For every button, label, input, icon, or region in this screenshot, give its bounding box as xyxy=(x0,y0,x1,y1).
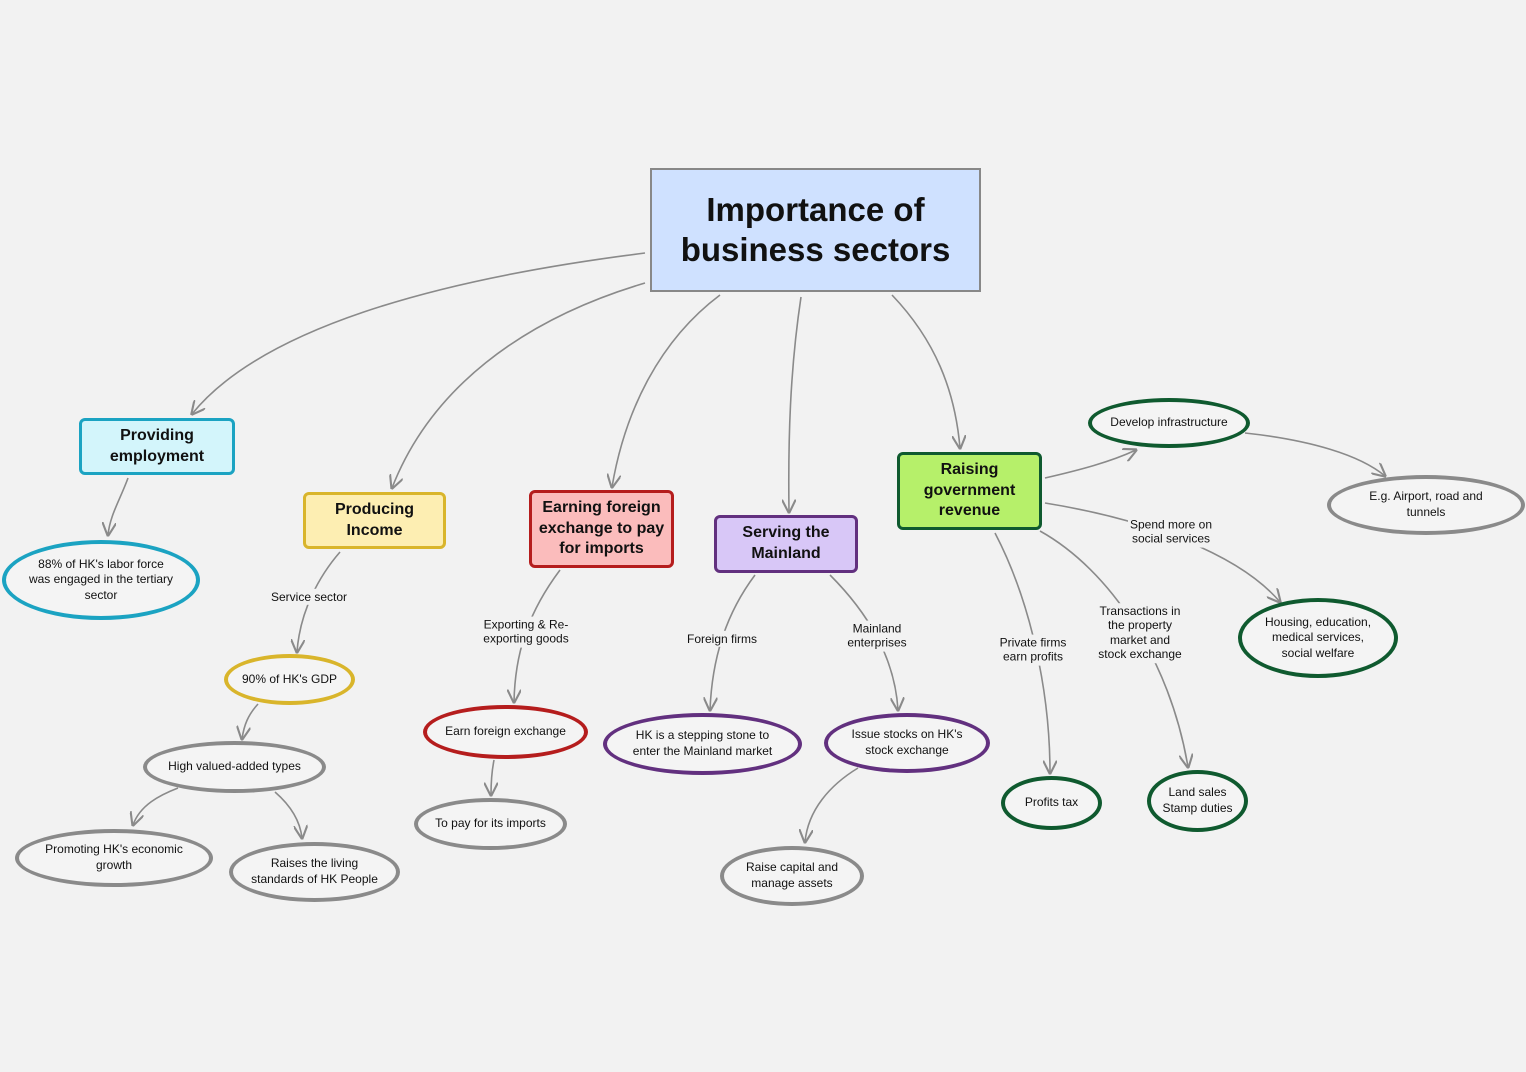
edge-label-mainland-enterprises: Mainland enterprises xyxy=(845,620,909,652)
edge-label-spend-more: Spend more on social services xyxy=(1127,516,1215,548)
edge-gdp-highvalue xyxy=(242,703,259,739)
node-develop-infrastructure: Develop infrastructure xyxy=(1088,398,1250,448)
edge-issue-capital xyxy=(805,767,859,842)
edge-revenue-infra xyxy=(1044,450,1136,479)
edge-label-exporting: Exporting & Re- exporting goods xyxy=(481,616,571,648)
node-labor-force: 88% of HK's labor force was engaged in t… xyxy=(2,540,200,620)
category-raising-government-revenue: Raising government revenue xyxy=(897,452,1042,530)
node-high-value-added: High valued-added types xyxy=(143,741,326,793)
node-gdp: 90% of HK's GDP xyxy=(224,654,355,705)
edge-earn-pay xyxy=(491,759,494,795)
node-housing-education: Housing, education, medical services, so… xyxy=(1238,598,1398,678)
node-land-sales: Land sales Stamp duties xyxy=(1147,770,1248,832)
edge-root-employment xyxy=(192,252,646,414)
node-living-standards: Raises the living standards of HK People xyxy=(229,842,400,902)
edge-root-fx xyxy=(612,294,721,487)
edge-root-income xyxy=(392,282,646,488)
edge-label-transactions: Transactions in the property market and … xyxy=(1096,603,1184,663)
root-topic: Importance of business sectors xyxy=(650,168,981,292)
edge-employment-labor xyxy=(108,477,129,535)
category-providing-employment: Providing employment xyxy=(79,418,235,475)
edge-label-service-sector: Service sector xyxy=(268,588,350,606)
edge-root-mainland xyxy=(789,296,802,512)
node-raise-capital: Raise capital and manage assets xyxy=(720,846,864,906)
node-issue-stocks: Issue stocks on HK's stock exchange xyxy=(824,713,990,773)
node-profits-tax: Profits tax xyxy=(1001,776,1102,830)
edge-label-private-firms: Private firms earn profits xyxy=(997,634,1069,666)
category-producing-income: Producing Income xyxy=(303,492,446,549)
edge-highvalue-growth xyxy=(133,787,179,825)
node-stepping-stone: HK is a stepping stone to enter the Main… xyxy=(603,713,802,775)
category-serving-mainland: Serving the Mainland xyxy=(714,515,858,573)
node-airport-road-tunnels: E.g. Airport, road and tunnels xyxy=(1327,475,1525,535)
node-earn-foreign-exchange: Earn foreign exchange xyxy=(423,705,588,759)
edge-label-foreign-firms: Foreign firms xyxy=(684,630,760,648)
category-earning-foreign-exchange: Earning foreign exchange to pay for impo… xyxy=(529,490,674,568)
edge-highvalue-living xyxy=(274,791,302,838)
edge-infra-airport xyxy=(1244,432,1385,476)
edge-root-revenue xyxy=(891,294,960,448)
node-economic-growth: Promoting HK's economic growth xyxy=(15,829,213,887)
node-pay-imports: To pay for its imports xyxy=(414,798,567,850)
